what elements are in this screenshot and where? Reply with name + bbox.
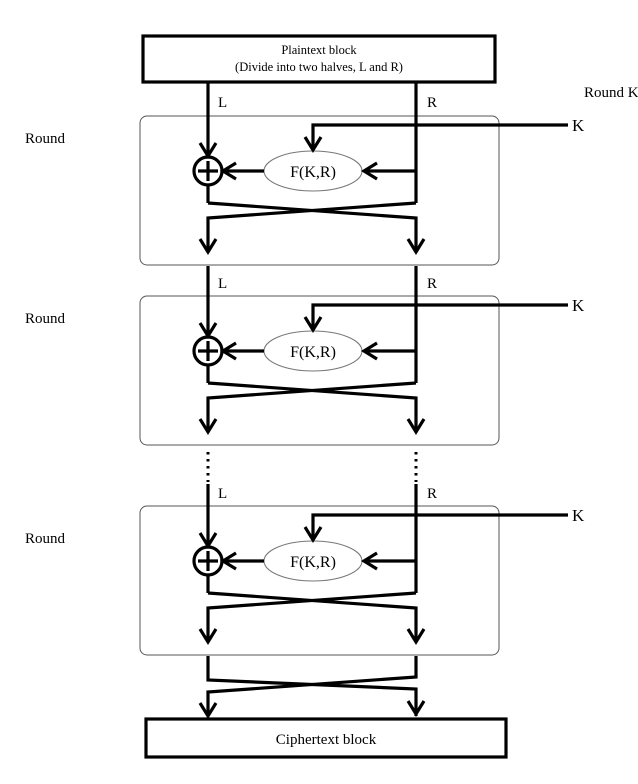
round-key-label: K xyxy=(572,506,585,525)
ciphertext-label: Ciphertext block xyxy=(276,732,377,748)
arrow-down-icon xyxy=(303,136,323,154)
round-key-label: K xyxy=(572,116,585,135)
plaintext-block: Plaintext block (Divide into two halves,… xyxy=(141,34,497,84)
round-key-line xyxy=(311,303,568,330)
arrow-down-icon xyxy=(406,418,426,436)
right-half-label: R xyxy=(427,486,437,502)
swap-line-right-to-left xyxy=(206,591,417,642)
arrow-left-icon xyxy=(360,551,378,571)
arrow-left-icon xyxy=(360,161,378,181)
round-key-label: K xyxy=(572,296,585,315)
swap-line-left-to-right xyxy=(207,591,418,642)
swap-line-left-to-right xyxy=(207,381,418,432)
left-half-label: L xyxy=(218,276,227,292)
plaintext-title: Plaintext block xyxy=(281,43,357,57)
final-swap-right-to-left xyxy=(206,656,418,716)
left-half-label: L xyxy=(218,95,227,111)
swap-line-left-to-right xyxy=(207,201,418,252)
arrow-down-icon xyxy=(406,628,426,646)
round-3: LRRoundnF(K,R)Kn xyxy=(25,484,585,656)
ciphertext-block: Ciphertext block xyxy=(144,717,508,759)
function-label: F(K,R) xyxy=(290,344,336,361)
arrow-left-icon xyxy=(360,341,378,361)
arrow-down-icon xyxy=(303,526,323,544)
round-2: LRRound2F(K,R)K2 xyxy=(25,266,585,446)
arrow-left-icon xyxy=(219,341,237,361)
function-label: F(K,R) xyxy=(290,554,336,571)
round-key-line xyxy=(311,513,568,540)
round-box xyxy=(139,295,500,446)
function-label: F(K,R) xyxy=(290,164,336,181)
arrow-down-icon xyxy=(406,700,426,718)
arrow-down-icon xyxy=(198,702,218,720)
round-key-line xyxy=(311,123,568,150)
arrow-left-icon xyxy=(219,161,237,181)
arrow-down-icon xyxy=(198,628,218,646)
plaintext-subtitle: (Divide into two halves, L and R) xyxy=(235,60,403,74)
right-half-label: R xyxy=(427,276,437,292)
arrow-down-icon xyxy=(406,238,426,256)
left-half-label: L xyxy=(218,486,227,502)
arrow-down-icon xyxy=(198,418,218,436)
round-label: Round xyxy=(25,311,66,327)
arrow-down-icon xyxy=(198,238,218,256)
round-keys-heading: Round Ke xyxy=(584,85,638,101)
round-label: Round xyxy=(25,531,66,547)
round-box xyxy=(139,505,500,656)
swap-line-right-to-left xyxy=(206,201,417,252)
right-half-label: R xyxy=(427,95,437,111)
arrow-left-icon xyxy=(219,551,237,571)
round-box xyxy=(139,115,500,266)
round-label: Round xyxy=(25,131,66,147)
arrow-down-icon xyxy=(303,316,323,334)
round-1: LRRound1F(K,R)K1 xyxy=(25,82,585,266)
swap-line-right-to-left xyxy=(206,381,417,432)
